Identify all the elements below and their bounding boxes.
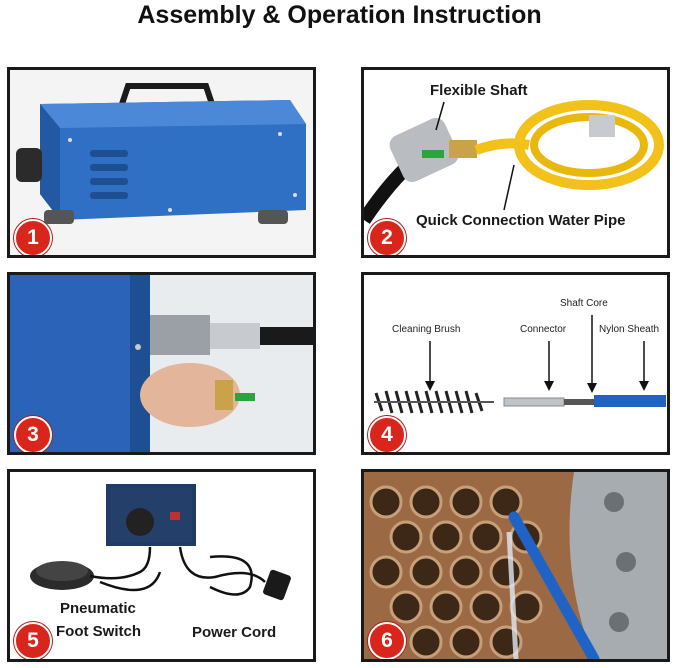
hose-illustration [364,70,667,255]
step-badge-5: 5 [14,622,52,659]
step-badge-6: 6 [368,622,406,659]
accessories-illustration [10,472,313,659]
step-badge-1: 1 [14,219,52,255]
panel-1-machine: 1 [7,67,316,258]
panel-2-hoses: Flexible Shaft Quick Connection Water Pi… [361,67,670,258]
panel-3-connection: 3 [7,272,316,455]
label-shaft-core: Shaft Core [560,298,608,309]
label-quick-connection-water-pipe: Quick Connection Water Pipe [416,212,626,229]
label-connector: Connector [520,324,567,335]
panel-5-accessories: Pneumatic Foot Switch Power Cord 5 [7,469,316,662]
step-badge-4: 4 [368,416,406,452]
machine-illustration [10,70,313,255]
panel-6-tube-cleaning: 6 [361,469,670,662]
tube-sheet-illustration [364,472,667,659]
brush-diagram [364,275,667,452]
page-title: Assembly & Operation Instruction [137,1,542,29]
step-badge-3: 3 [14,416,52,452]
label-flexible-shaft: Flexible Shaft [430,82,528,99]
label-cleaning-brush: Cleaning Brush [392,324,461,335]
label-nylon-sheath: Nylon Sheath [599,324,660,335]
label-pneumatic: Pneumatic [60,600,136,617]
label-power-cord: Power Cord [192,624,277,641]
label-foot-switch: Foot Switch [56,623,141,640]
step-badge-2: 2 [368,219,406,255]
connection-illustration [10,275,313,452]
panel-4-brush-parts: Cleaning Brush Connector Shaft Core Nylo… [361,272,670,455]
